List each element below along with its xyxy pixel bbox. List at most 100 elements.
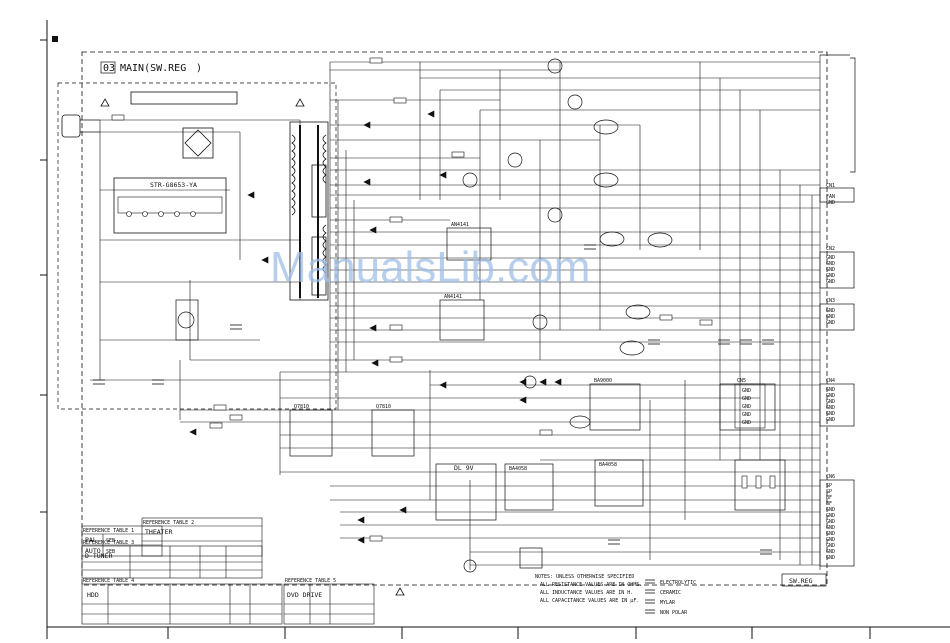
ic6-label: BA4058	[599, 462, 617, 468]
legend-ceramic: CERAMIC	[660, 590, 681, 596]
ref1-row1-key: PAL	[85, 536, 97, 544]
notes-line2: ALL INDUCTANCE VALUES ARE IN H.	[540, 590, 633, 596]
ref2-title: REFERENCE TABLE 2	[143, 520, 194, 526]
cn6-label: CN6	[826, 474, 835, 480]
resistors	[111, 57, 776, 542]
ref1-row2-val: SEB	[106, 549, 115, 555]
notes-line1: ALL RESISTANCE VALUES ARE IN OHMS.	[540, 582, 642, 588]
ic5-label: BA4058	[509, 466, 527, 472]
footer-label-text: SW.REG	[789, 577, 813, 585]
cn6-pin3: BF	[826, 495, 832, 501]
ic1-label: STR-G8653-YA	[150, 181, 197, 189]
cn6-pin10: GND	[826, 537, 835, 543]
cn5-block: CN5 GND GND GND GND GND	[734, 378, 766, 429]
cn6-pin11: GND	[826, 543, 835, 549]
notes-line3: ALL CAPACITANCE VALUES ARE IN μF.	[540, 598, 639, 604]
cn2-pin3: GND	[826, 267, 835, 273]
cn5-pin4: GND	[742, 412, 751, 418]
cn5-pin2: GND	[742, 396, 751, 402]
connector-column	[819, 54, 856, 567]
ref5-title: REFERENCE TABLE 5	[285, 578, 336, 584]
sheet-frame	[40, 20, 950, 639]
primary-area-border	[57, 82, 337, 410]
ac-inlet	[61, 114, 100, 138]
cn6-pin12: GND	[826, 549, 835, 555]
diodes	[189, 110, 562, 544]
ref3-title: REFERENCE TABLE 3	[83, 540, 134, 546]
block-title-close: )	[196, 63, 202, 74]
block-title: 03 MAIN(SW.REG )	[100, 61, 202, 74]
cn6-pin9: GND	[826, 531, 835, 537]
cn1-label: CN1	[826, 183, 835, 189]
reference-tables	[81, 517, 375, 625]
ref1-title: REFERENCE TABLE 1	[83, 528, 134, 534]
cn3-pin2: GND	[826, 314, 835, 320]
cn1-pin2: GND	[826, 200, 835, 206]
ref4-label: HDD	[87, 591, 99, 599]
footer-label: SW.REG	[781, 573, 827, 587]
cn2-pin4: GND	[826, 273, 835, 279]
ic7-label: Q7810	[294, 404, 309, 410]
ref1-row2-key: AUTO	[85, 547, 101, 555]
watermark: ManualsLib.com	[270, 243, 590, 292]
bridge-rectifier	[182, 127, 214, 159]
cn6-pin4: BF	[826, 501, 832, 507]
ref2-label: THEATER	[145, 528, 172, 536]
ic2-label: AN4141	[451, 222, 469, 228]
cn5-pin3: GND	[742, 404, 751, 410]
connector-labels: CN1 FAN GND CN2 GND GND GND GND GND CN3 …	[826, 183, 835, 561]
warning-icon	[100, 98, 405, 596]
legend-non-polar: NON POLAR	[660, 610, 688, 616]
cn4-label: CN4	[826, 378, 835, 384]
block-title-text: MAIN(SW.REG	[120, 63, 186, 74]
capacitor-legend: ELECTROLYTIC CERAMIC MYLAR NON POLAR	[645, 579, 696, 616]
ic3-label: AN4141	[444, 294, 462, 300]
reference-table-text: REFERENCE TABLE 1 PAL SEB AUTO SEB REFER…	[83, 520, 336, 599]
cn6-pin6: GND	[826, 513, 835, 519]
cn3-label: CN3	[826, 298, 835, 304]
ic-labels: AN4141 AN4141 DL 9V BA4058 BA4058 Q7810 …	[294, 222, 617, 472]
cn4-pin6: GND	[826, 417, 835, 423]
cn6-pin2: SP	[826, 489, 832, 495]
transformer	[289, 121, 329, 301]
transistors	[462, 58, 583, 573]
regulators	[569, 119, 673, 429]
cn4-pin2: GND	[826, 393, 835, 399]
cn2-pin1: GND	[826, 255, 835, 261]
ic1: STR-G8653-YA	[113, 177, 227, 234]
cn3-pin3: GND	[826, 320, 835, 326]
notes: NOTES: UNLESS OTHERWISE SPECIFIED ALL RE…	[535, 574, 642, 604]
main-block-border	[81, 51, 828, 586]
optocoupler	[175, 299, 199, 341]
cn5-pin5: GND	[742, 420, 751, 426]
cn4-pin1: GND	[826, 387, 835, 393]
ic-boxes	[289, 227, 786, 569]
caution-box	[130, 91, 238, 105]
ref4-title: REFERENCE TABLE 4	[83, 578, 134, 584]
cn6-pin8: GND	[826, 525, 835, 531]
legend-mylar: MYLAR	[660, 600, 676, 606]
ic8-label: Q7810	[376, 404, 391, 410]
ic9-label: BA9000	[594, 378, 612, 384]
ref1-row1-val: SEB	[106, 538, 115, 544]
ref3-label: D-TUNER	[85, 552, 112, 560]
cn4-pin4: GND	[826, 405, 835, 411]
cn2-pin5: GND	[826, 279, 835, 285]
cn2-label: CN2	[826, 246, 835, 252]
cn6-pin5: GND	[826, 507, 835, 513]
cn6-pin1: SP	[826, 483, 832, 489]
cn6-pin13: GND	[826, 555, 835, 561]
cn5-label: CN5	[737, 378, 746, 384]
legend-electrolytic: ELECTROLYTIC	[660, 580, 696, 586]
capacitors	[93, 244, 774, 555]
ic4-label: DL 9V	[454, 464, 474, 472]
cn6-pin7: GND	[826, 519, 835, 525]
cn4-pin3: GND	[826, 399, 835, 405]
wiring-horizontal	[90, 61, 820, 566]
ref5-label: DVD DRIVE	[287, 591, 322, 599]
cn5-pin1: GND	[742, 388, 751, 394]
cn1-pin1: FAN	[826, 194, 835, 200]
block-id: 03	[103, 63, 115, 74]
